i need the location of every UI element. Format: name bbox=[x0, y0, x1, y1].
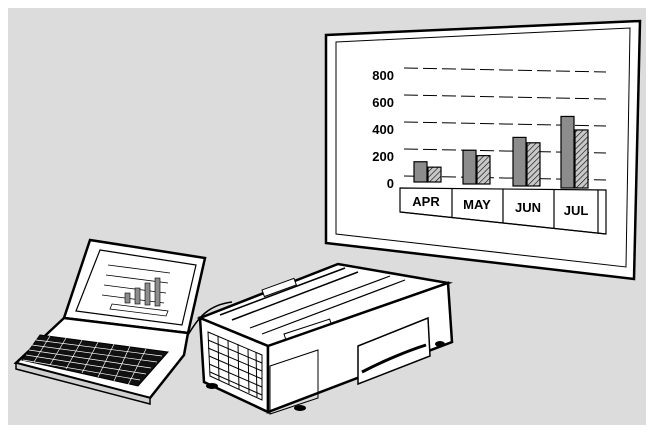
category-label: JUL bbox=[564, 203, 589, 218]
bar-hatched bbox=[428, 167, 441, 182]
category-label: APR bbox=[412, 194, 440, 209]
y-tick-label: 600 bbox=[372, 95, 394, 110]
y-tick-label: 200 bbox=[372, 149, 394, 164]
y-tick-label: 0 bbox=[387, 176, 394, 191]
bar-solid bbox=[414, 162, 427, 182]
category-label: MAY bbox=[463, 197, 491, 212]
y-tick-label: 800 bbox=[372, 68, 394, 83]
category-label: JUN bbox=[515, 200, 541, 215]
bar-hatched bbox=[527, 143, 540, 186]
bar-solid bbox=[463, 150, 476, 184]
bar-solid bbox=[513, 137, 526, 186]
bar-solid bbox=[561, 116, 574, 188]
y-tick-label: 400 bbox=[372, 122, 394, 137]
bar-hatched bbox=[575, 130, 588, 188]
bar-hatched bbox=[477, 156, 490, 184]
